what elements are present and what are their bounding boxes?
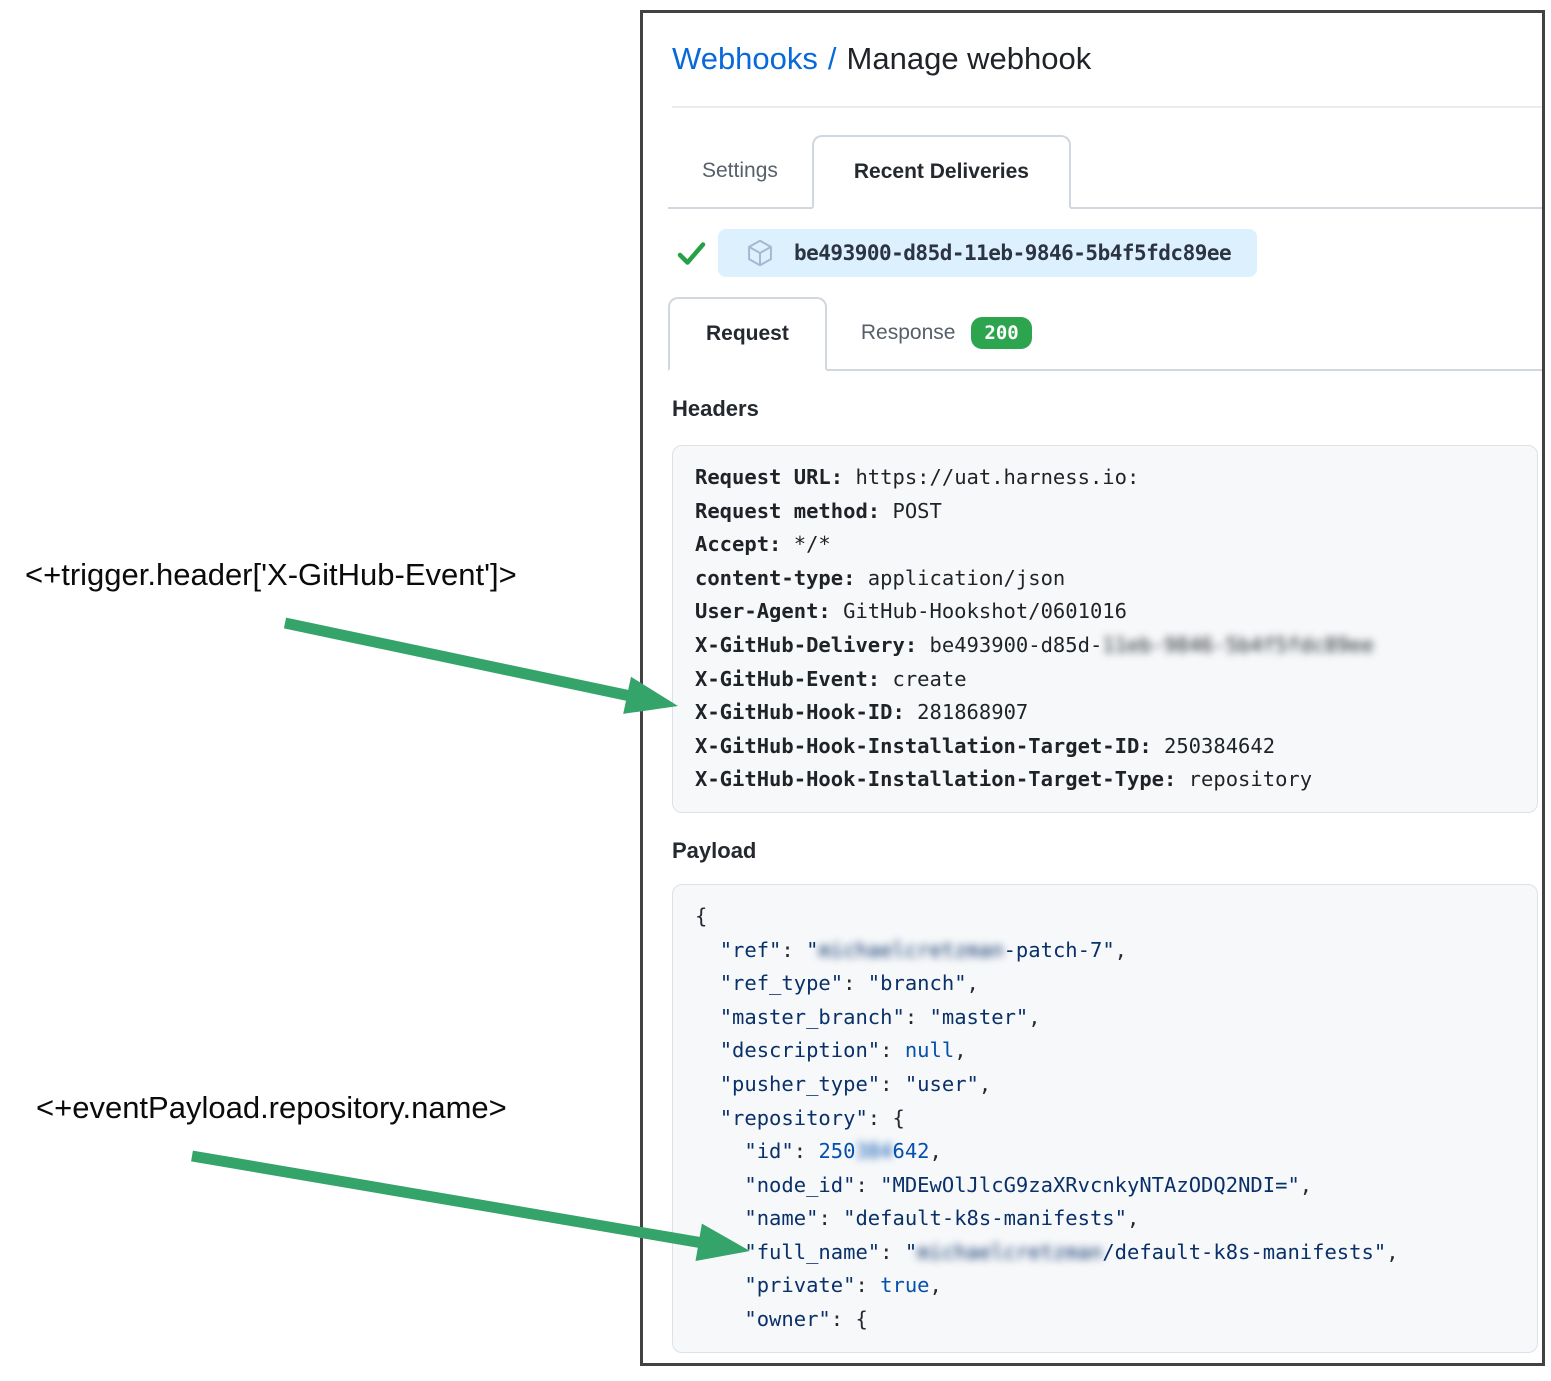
payload-line: { bbox=[695, 903, 708, 928]
main-tab-bar: Settings Recent Deliveries bbox=[668, 135, 1542, 209]
breadcrumb: Webhooks / Manage webhook bbox=[672, 39, 1542, 79]
header-line: X-GitHub-Hook-Installation-Target-Type: … bbox=[695, 767, 1313, 792]
arrow-to-x-github-event-icon bbox=[283, 617, 678, 714]
redacted-text: 11eb-9846-5b4f5fdc89ee bbox=[1102, 632, 1374, 657]
header-line: X-GitHub-Event: create bbox=[695, 666, 967, 691]
payload-box: { "ref": "michaelcretzman-patch-7", "ref… bbox=[672, 883, 1538, 1353]
request-response-tab-bar: Request Response 200 bbox=[668, 295, 1542, 371]
webhooks-link[interactable]: Webhooks bbox=[672, 41, 818, 76]
header-line: X-GitHub-Hook-Installation-Target-ID: 25… bbox=[695, 733, 1276, 758]
payload-line: "id": 250384642, bbox=[744, 1139, 942, 1164]
payload-line: "description": null, bbox=[719, 1038, 967, 1063]
header-line: Accept: */* bbox=[695, 532, 831, 557]
headers-heading: Headers bbox=[672, 396, 759, 421]
delivery-badge[interactable]: be493900-d85d-11eb-9846-5b4f5fdc89ee bbox=[718, 229, 1258, 277]
tab-request[interactable]: Request bbox=[668, 297, 827, 371]
payload-line: "pusher_type": "user", bbox=[719, 1071, 992, 1096]
title-divider bbox=[672, 106, 1542, 108]
annotation-trigger-header-expression: <+trigger.header['X-GitHub-Event']> bbox=[25, 557, 517, 592]
response-status-badge: 200 bbox=[971, 316, 1032, 350]
payload-line: "ref_type": "branch", bbox=[719, 971, 979, 996]
annotation-event-payload-expression: <+eventPayload.repository.name> bbox=[36, 1090, 507, 1125]
payload-line: "owner": { bbox=[744, 1307, 868, 1332]
payload-line: "full_name": "michaelcretzman/default-k8… bbox=[744, 1239, 1399, 1264]
headers-box: Request URL: https://uat.harness.io: Requ… bbox=[672, 445, 1538, 813]
payload-line: "master_branch": "master", bbox=[719, 1004, 1041, 1029]
payload-line: "repository": { bbox=[719, 1105, 905, 1130]
webhook-panel: Webhooks / Manage webhook Settings Recent … bbox=[640, 10, 1545, 1366]
payload-line: "name": "default-k8s-manifests", bbox=[744, 1206, 1140, 1231]
page-title: Manage webhook bbox=[846, 41, 1092, 76]
delivery-row: be493900-d85d-11eb-9846-5b4f5fdc89ee bbox=[676, 229, 1542, 277]
header-line: Request URL: https://uat.harness.io: bbox=[695, 465, 1140, 489]
header-line: X-GitHub-Delivery: be493900-d85d-11eb-98… bbox=[695, 629, 1527, 663]
payload-line: "ref": "michaelcretzman-patch-7", bbox=[719, 937, 1128, 962]
tab-recent-deliveries[interactable]: Recent Deliveries bbox=[811, 135, 1071, 209]
header-line: Request method: POST bbox=[695, 498, 942, 523]
header-line: content-type: application/json bbox=[695, 565, 1066, 590]
payload-heading: Payload bbox=[672, 837, 757, 863]
delivery-id: be493900-d85d-11eb-9846-5b4f5fdc89ee bbox=[794, 241, 1232, 265]
header-line: X-GitHub-Hook-ID: 281868907 bbox=[695, 700, 1029, 725]
check-icon bbox=[677, 241, 706, 265]
tab-response-label: Response bbox=[860, 321, 956, 344]
breadcrumb-separator: / bbox=[827, 41, 837, 76]
header-line: User-Agent: GitHub-Hookshot/0601016 bbox=[695, 599, 1127, 624]
payload-line: "private": true, bbox=[744, 1273, 942, 1298]
tab-settings[interactable]: Settings bbox=[702, 159, 778, 182]
payload-line: "node_id": "MDEwOlJlcG9zaXRvcnkyNTAzODQ2… bbox=[744, 1172, 1313, 1197]
tab-response[interactable]: Response 200 bbox=[827, 297, 1066, 369]
package-cube-icon bbox=[748, 239, 772, 267]
